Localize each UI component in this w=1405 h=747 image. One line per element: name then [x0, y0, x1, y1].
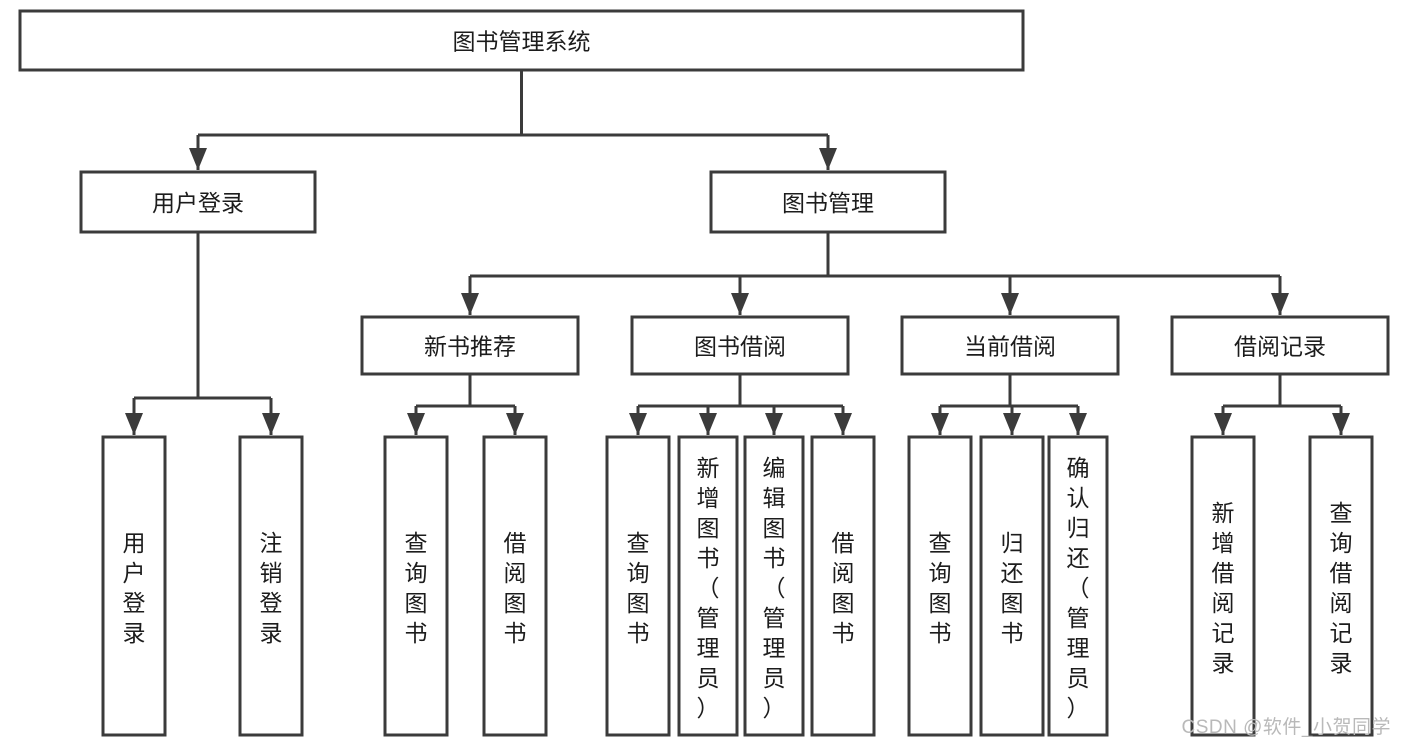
node-label: 图书借阅 [694, 334, 786, 360]
node-label: 确认归还（管理员） [1067, 455, 1090, 721]
node-label: 编辑图书（管理员） [763, 455, 786, 721]
node-rect [630, 315, 850, 376]
node-label: 新增借阅记录 [1212, 500, 1235, 676]
node-leaf-borrow-book-rec[interactable]: 借阅图书 [482, 435, 548, 737]
node-label: 查询借阅记录 [1330, 500, 1353, 676]
node-rect [18, 9, 1025, 72]
node-rect [907, 435, 973, 737]
node-label: 新增图书（管理员） [697, 455, 720, 721]
node-leaf-add-book[interactable]: 新增图书（管理员） [677, 435, 739, 737]
node-label: 用户登录 [152, 190, 244, 216]
node-rect [79, 170, 317, 234]
node-leaf-logout[interactable]: 注销登录 [238, 435, 304, 737]
node-label: 图书管理系统 [453, 29, 591, 55]
node-leaf-borrow-book[interactable]: 借阅图书 [810, 435, 876, 737]
node-rect [238, 435, 304, 737]
node-label: 归还图书 [1001, 530, 1024, 646]
node-label: 借阅记录 [1234, 334, 1326, 360]
node-leaf-query-book-current[interactable]: 查询图书 [907, 435, 973, 737]
node-label: 查询图书 [929, 530, 952, 646]
node-label: 查询图书 [405, 530, 428, 646]
node-leaf-add-record[interactable]: 新增借阅记录 [1190, 435, 1256, 737]
node-leaf-query-book-borrow[interactable]: 查询图书 [605, 435, 671, 737]
node-leaf-query-record[interactable]: 查询借阅记录 [1308, 435, 1374, 737]
node-label: 借阅图书 [832, 530, 855, 646]
node-leaf-confirm-return[interactable]: 确认归还（管理员） [1047, 435, 1109, 737]
node-rect [482, 435, 548, 737]
node-rect [605, 435, 671, 737]
node-label: 注销登录 [260, 530, 283, 646]
node-rect [1170, 315, 1390, 376]
node-rect [101, 435, 167, 737]
node-label: 用户登录 [123, 530, 146, 646]
node-label: 图书管理 [782, 190, 874, 216]
node-book-manage[interactable]: 图书管理 [709, 170, 947, 234]
node-current-borrow[interactable]: 当前借阅 [900, 315, 1120, 376]
node-new-book-recommend[interactable]: 新书推荐 [360, 315, 580, 376]
node-leaf-user-login[interactable]: 用户登录 [101, 435, 167, 737]
node-boxes: 图书管理系统用户登录图书管理新书推荐图书借阅当前借阅借阅记录用户登录注销登录查询… [18, 9, 1390, 737]
node-root[interactable]: 图书管理系统 [18, 9, 1025, 72]
node-label: 当前借阅 [964, 334, 1056, 360]
node-rect [979, 435, 1045, 737]
node-label: 新书推荐 [424, 334, 516, 360]
node-book-borrow[interactable]: 图书借阅 [630, 315, 850, 376]
node-rect [1047, 435, 1109, 737]
node-label: 查询图书 [627, 530, 650, 646]
node-borrow-record[interactable]: 借阅记录 [1170, 315, 1390, 376]
node-rect [810, 435, 876, 737]
node-rect [1190, 435, 1256, 737]
node-user-login[interactable]: 用户登录 [79, 170, 317, 234]
connector-lines [125, 70, 1350, 435]
node-rect [743, 435, 805, 737]
node-rect [677, 435, 739, 737]
node-leaf-edit-book[interactable]: 编辑图书（管理员） [743, 435, 805, 737]
node-rect [1308, 435, 1374, 737]
node-label: 借阅图书 [504, 530, 527, 646]
node-rect [383, 435, 449, 737]
node-rect [900, 315, 1120, 376]
node-rect [360, 315, 580, 376]
node-leaf-return-book[interactable]: 归还图书 [979, 435, 1045, 737]
node-leaf-query-book-rec[interactable]: 查询图书 [383, 435, 449, 737]
node-rect [709, 170, 947, 234]
